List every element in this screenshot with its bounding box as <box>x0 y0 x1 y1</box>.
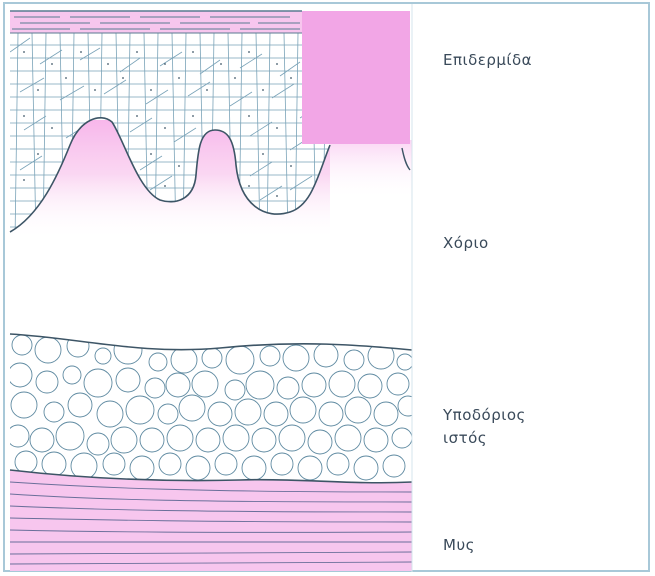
label-subcutaneous: Υποδόριος ιστός <box>443 404 526 450</box>
label-muscle: Μυς <box>443 534 475 557</box>
label-subcutaneous-line2: ιστός <box>443 427 526 450</box>
label-subcutaneous-line1: Υποδόριος <box>443 404 526 427</box>
label-epidermis: Επιδερμίδα <box>443 49 532 72</box>
stratum-corneum <box>10 11 302 33</box>
pink-block <box>302 11 410 144</box>
label-dermis: Χόριο <box>443 232 489 255</box>
subcutaneous-layer <box>10 334 412 483</box>
dermis-pink-right <box>330 140 412 200</box>
